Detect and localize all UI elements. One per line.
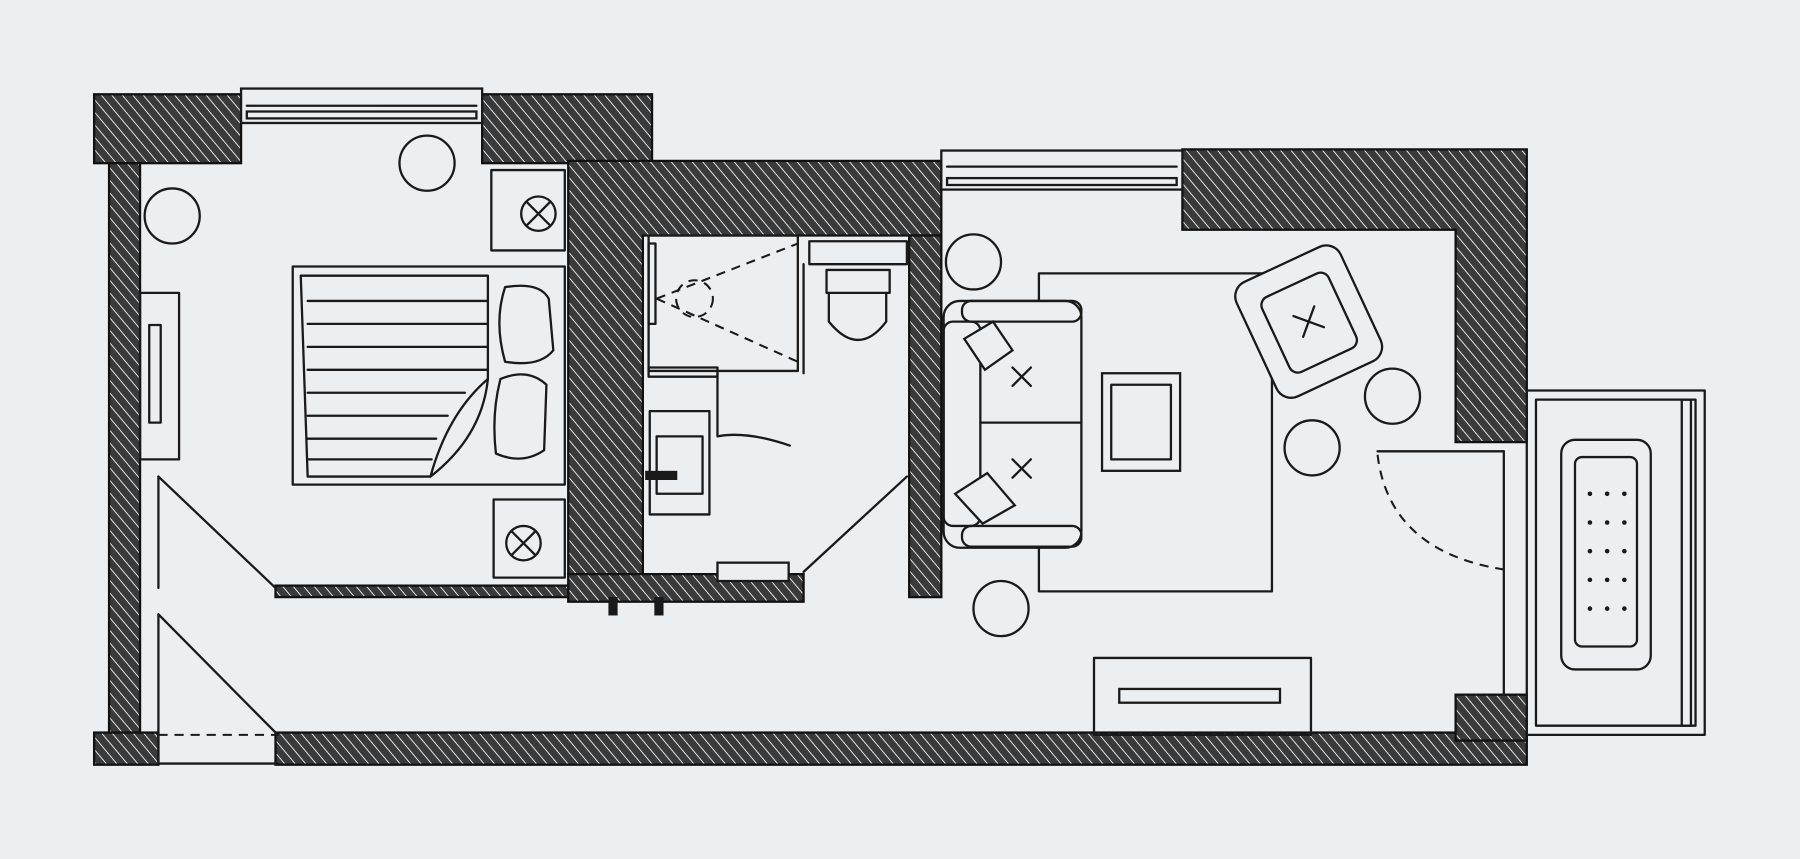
bedroom-door[interactable] (157, 475, 277, 590)
door-stop (654, 597, 664, 616)
wall-bottom (274, 731, 1528, 766)
nightstand-lamp (492, 498, 566, 579)
bathroom (645, 234, 909, 583)
plant-pot (1363, 367, 1422, 425)
tv-cabinet (1092, 656, 1313, 737)
wall-bedroom-bottom (274, 584, 576, 599)
balcony-lounger (1560, 438, 1652, 671)
shower (647, 242, 799, 363)
cushion (962, 320, 1015, 372)
window-bedroom (239, 87, 484, 125)
pillow (493, 373, 548, 460)
window-living (940, 149, 1184, 191)
walls (92, 93, 1528, 766)
balcony (1525, 389, 1706, 737)
wall-top-right (1181, 148, 1528, 444)
cushion (953, 471, 1017, 526)
sofa (942, 299, 1083, 549)
living-room (942, 233, 1505, 737)
coffee-table (1100, 372, 1182, 472)
wall-top-bedroom-right (480, 93, 654, 165)
wall-bottom-left-stub (92, 731, 160, 766)
wall-corridor-right (908, 234, 943, 599)
pillow (498, 284, 555, 365)
bathroom-door[interactable] (716, 372, 791, 447)
wall-top-middle (567, 159, 943, 576)
plant-pot (1283, 419, 1341, 477)
door-stop (608, 597, 618, 616)
nightstand-lamp (490, 168, 566, 252)
toilet (808, 240, 909, 342)
bedroom (138, 134, 566, 590)
plant-pot (972, 579, 1030, 638)
sink (645, 409, 711, 516)
entrance-door[interactable] (157, 613, 279, 765)
balcony-door[interactable] (1376, 454, 1504, 571)
wall-right-bottom (1454, 693, 1528, 742)
wall-left (107, 162, 142, 737)
bed (291, 265, 566, 486)
wardrobe (138, 291, 181, 461)
armchair (1234, 244, 1384, 399)
plant-pot (398, 134, 456, 192)
plant-pot (143, 187, 201, 245)
plant-pot (944, 233, 1003, 291)
wall-top-left (92, 93, 243, 165)
